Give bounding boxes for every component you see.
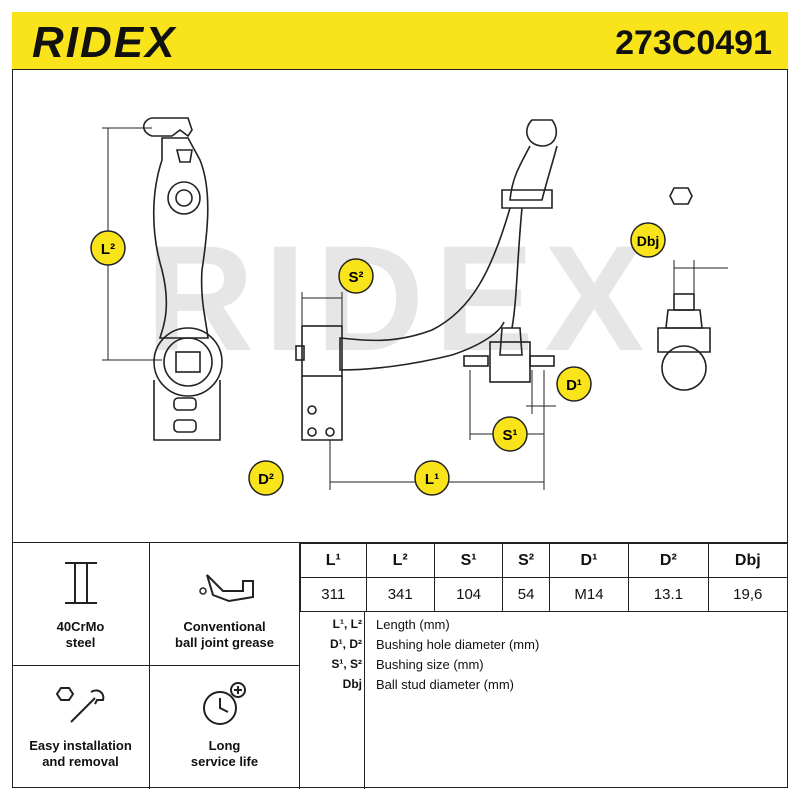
- spec-header-D1: D¹: [548, 543, 630, 578]
- spec-value-D1: M14: [548, 577, 630, 612]
- feature-installation: Easy installation and removal: [12, 666, 150, 789]
- legend-value: Length (mm): [376, 617, 450, 632]
- legend-key: Dbj: [342, 677, 362, 691]
- feature-installation-line1: Easy installation: [29, 738, 132, 753]
- spec-header-row: L¹ L² S¹ S² D¹ D² Dbj: [300, 543, 789, 578]
- grease-can-icon: [199, 574, 254, 603]
- feature-grease: Conventional ball joint grease: [150, 543, 300, 666]
- legend-value: Bushing hole diameter (mm): [376, 637, 540, 652]
- tools-icon: [55, 687, 105, 723]
- label-L2: L²: [101, 241, 115, 258]
- badge-L2: [90, 230, 126, 266]
- feature-grease-line1: Conventional: [183, 619, 266, 634]
- feature-installation-line2: and removal: [42, 754, 119, 769]
- legend-key: D¹, D²: [330, 637, 362, 651]
- spec-header-L1: L¹: [300, 543, 367, 578]
- spec-value-L1: 311: [300, 577, 367, 612]
- feature-steel: 40CrMo steel: [12, 543, 150, 666]
- spec-header-Dbj: Dbj: [707, 543, 789, 578]
- header-bar: RIDEX 273C0491: [12, 12, 788, 70]
- legend-row-stud: Dbj Ball stud diameter (mm): [300, 677, 788, 697]
- badge-S1: [492, 416, 528, 452]
- legend: L¹, L² Length (mm) D¹, D² Bushing hole d…: [300, 611, 788, 789]
- spec-value-S1: 104: [433, 577, 504, 612]
- brand-logo: RIDEX: [32, 18, 177, 67]
- feature-service-life-line2: service life: [190, 754, 259, 769]
- spec-header-L2: L²: [365, 543, 435, 578]
- legend-key: L¹, L²: [332, 617, 362, 631]
- label-D2: D²: [258, 471, 274, 488]
- legend-value: Ball stud diameter (mm): [376, 677, 514, 692]
- spec-header-S1: S¹: [433, 543, 504, 578]
- control-arm-top-view: [295, 119, 558, 490]
- legend-row-length: L¹, L² Length (mm): [300, 617, 788, 637]
- legend-row-hole: D¹, D² Bushing hole diameter (mm): [300, 637, 788, 657]
- watermark-text: RIDEX: [146, 214, 654, 382]
- badge-Dbj: [630, 222, 666, 258]
- spec-header-D2: D²: [628, 543, 709, 578]
- ball-joint-detail: [657, 187, 728, 391]
- legend-separator: [364, 611, 365, 789]
- badge-D1: [556, 366, 592, 402]
- spec-value-row: 311 341 104 54 M14 13.1 19,6: [300, 577, 789, 612]
- spec-header-S2: S²: [502, 543, 550, 578]
- feature-grease-line2: ball joint grease: [175, 635, 274, 650]
- drawing-svg: RIDEX L²: [90, 117, 728, 496]
- legend-value: Bushing size (mm): [376, 657, 484, 672]
- badge-D2: [248, 460, 284, 496]
- technical-drawing: RIDEX L²: [12, 70, 788, 542]
- feature-steel-line2: steel: [65, 635, 96, 650]
- badge-L1: [414, 460, 450, 496]
- label-L1: L¹: [425, 471, 439, 488]
- spec-value-Dbj: 19,6: [707, 577, 789, 612]
- feature-service-life-line1: Long: [208, 738, 241, 753]
- part-number: 273C0491: [615, 24, 772, 62]
- label-S2: S²: [349, 269, 364, 286]
- clock-plus-icon: [203, 682, 246, 725]
- spec-table: L¹ L² S¹ S² D¹ D² Dbj 311 341 104 54 M14…: [300, 543, 789, 612]
- spec-value-L2: 341: [365, 577, 435, 612]
- spec-value-D2: 13.1: [628, 577, 709, 612]
- label-S1: S¹: [503, 427, 518, 444]
- badge-S2: [338, 258, 374, 294]
- legend-row-size: S¹, S² Bushing size (mm): [300, 657, 788, 677]
- spec-value-S2: 54: [502, 577, 550, 612]
- feature-service-life: Long service life: [150, 666, 300, 789]
- label-Dbj: Dbj: [637, 233, 660, 249]
- label-D1: D¹: [566, 377, 582, 394]
- specs-panel: 40CrMo steel Conventional ball joint gre…: [12, 542, 789, 789]
- steel-beam-icon: [65, 562, 97, 604]
- legend-key: S¹, S²: [331, 657, 362, 671]
- feature-steel-line1: 40CrMo: [56, 619, 105, 634]
